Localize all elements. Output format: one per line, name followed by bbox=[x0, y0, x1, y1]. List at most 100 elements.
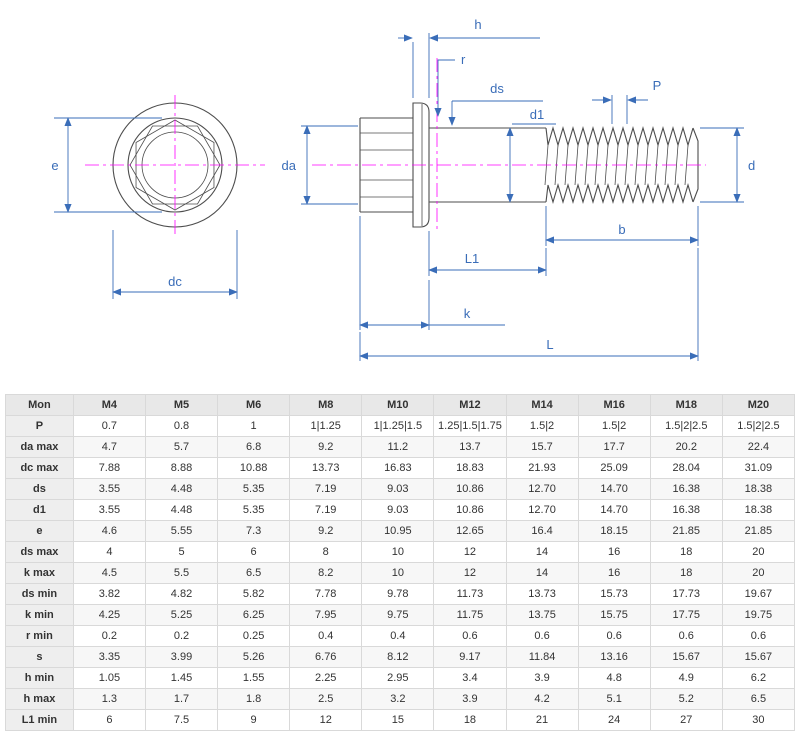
dimension-value: 1.5|2|2.5 bbox=[649, 415, 723, 437]
dimension-value: 31.09 bbox=[721, 457, 796, 479]
dimension-value: 17.75 bbox=[649, 604, 723, 626]
dimension-value: 7.95 bbox=[289, 604, 363, 626]
dimension-value: 1.05 bbox=[72, 667, 146, 689]
col-header-M10: M10 bbox=[361, 394, 435, 416]
dimension-value: 16 bbox=[577, 541, 651, 563]
dimension-h: h bbox=[398, 17, 540, 98]
dimension-value: 1.5|2 bbox=[577, 415, 651, 437]
dim-label-r: r bbox=[461, 52, 466, 67]
dimension-value: 15.75 bbox=[577, 604, 651, 626]
dimension-value: 0.6 bbox=[433, 625, 507, 647]
dimension-value: 16 bbox=[577, 562, 651, 584]
dimension-value: 11.75 bbox=[433, 604, 507, 626]
dimension-value: 13.73 bbox=[289, 457, 363, 479]
row-label: h max bbox=[5, 688, 74, 710]
dimension-value: 2.25 bbox=[289, 667, 363, 689]
dimension-value: 0.8 bbox=[144, 415, 219, 437]
dimension-value: 13.7 bbox=[433, 436, 507, 458]
dimension-L1: L1 bbox=[428, 231, 547, 276]
dimension-value: 11.84 bbox=[505, 646, 579, 668]
col-header-M5: M5 bbox=[144, 394, 219, 416]
row-label: d1 bbox=[5, 499, 74, 521]
dimension-value: 5.82 bbox=[217, 583, 291, 605]
dimension-value: 4 bbox=[72, 541, 146, 563]
col-header-M6: M6 bbox=[217, 394, 291, 416]
dimension-value: 10 bbox=[361, 541, 435, 563]
dim-label-e: e bbox=[51, 158, 58, 173]
dimension-value: 2.5 bbox=[289, 688, 363, 710]
dimension-value: 14.70 bbox=[577, 478, 651, 500]
row-label: P bbox=[5, 415, 74, 437]
dimension-value: 13.75 bbox=[505, 604, 579, 626]
dimension-value: 9.75 bbox=[361, 604, 435, 626]
dimension-value: 6.76 bbox=[289, 646, 363, 668]
dimension-value: 1.7 bbox=[144, 688, 219, 710]
dimension-value: 9.2 bbox=[289, 520, 363, 542]
col-header-M14: M14 bbox=[505, 394, 579, 416]
dimension-d1: d1 bbox=[506, 107, 556, 203]
dimension-value: 30 bbox=[721, 709, 796, 731]
dimension-value: 7.5 bbox=[144, 709, 219, 731]
dimension-ds: ds bbox=[448, 81, 543, 126]
dimension-value: 0.6 bbox=[505, 625, 579, 647]
dim-label-d: d bbox=[748, 158, 755, 173]
dimension-value: 20 bbox=[721, 562, 796, 584]
dimension-value: 4.5 bbox=[72, 562, 146, 584]
side-view bbox=[312, 58, 706, 232]
dimension-value: 13.16 bbox=[577, 646, 651, 668]
dimension-value: 3.99 bbox=[144, 646, 219, 668]
dimension-value: 10.86 bbox=[433, 478, 507, 500]
dimension-value: 20.2 bbox=[649, 436, 723, 458]
dimension-value: 3.9 bbox=[433, 688, 507, 710]
dimension-value: 6.25 bbox=[217, 604, 291, 626]
dimension-value: 6 bbox=[72, 709, 146, 731]
row-label: ds bbox=[5, 478, 74, 500]
row-label: ds min bbox=[5, 583, 74, 605]
dimension-value: 8.2 bbox=[289, 562, 363, 584]
dimension-value: 5.35 bbox=[217, 478, 291, 500]
front-view-centerlines bbox=[85, 95, 265, 235]
bolt-head bbox=[359, 117, 413, 213]
col-header-M8: M8 bbox=[289, 394, 363, 416]
dimension-value: 18 bbox=[433, 709, 507, 731]
dimension-value: 0.25 bbox=[217, 625, 291, 647]
dimension-value: 1 bbox=[217, 415, 291, 437]
dimension-value: 9.03 bbox=[361, 499, 435, 521]
dimension-value: 18 bbox=[649, 562, 723, 584]
dimension-value: 7.3 bbox=[217, 520, 291, 542]
dimension-value: 10.88 bbox=[217, 457, 291, 479]
dim-label-da: da bbox=[282, 158, 297, 173]
dimension-value: 12.65 bbox=[433, 520, 507, 542]
dimension-value: 5 bbox=[144, 541, 219, 563]
dimension-value: 10.86 bbox=[433, 499, 507, 521]
row-label: L1 min bbox=[5, 709, 74, 731]
dimension-value: 1.5|2|2.5 bbox=[721, 415, 796, 437]
dimension-value: 17.73 bbox=[649, 583, 723, 605]
dimension-value: 1.55 bbox=[217, 667, 291, 689]
dimension-value: 3.4 bbox=[433, 667, 507, 689]
row-label: r min bbox=[5, 625, 74, 647]
dimension-value: 21.93 bbox=[505, 457, 579, 479]
dimension-value: 14 bbox=[505, 562, 579, 584]
dimension-value: 6 bbox=[217, 541, 291, 563]
side-view-centerlines bbox=[312, 58, 706, 232]
dimension-value: 1.8 bbox=[217, 688, 291, 710]
dim-label-dc: dc bbox=[168, 274, 182, 289]
dimension-value: 4.82 bbox=[144, 583, 219, 605]
dimension-value: 0.6 bbox=[721, 625, 796, 647]
dimension-value: 18.15 bbox=[577, 520, 651, 542]
dimension-b: b bbox=[545, 206, 699, 246]
dimension-value: 3.9 bbox=[505, 667, 579, 689]
dimension-value: 20 bbox=[721, 541, 796, 563]
dimension-value: 4.7 bbox=[72, 436, 146, 458]
row-label: s bbox=[5, 646, 74, 668]
dimension-value: 5.35 bbox=[217, 499, 291, 521]
dimension-value: 12.70 bbox=[505, 478, 579, 500]
